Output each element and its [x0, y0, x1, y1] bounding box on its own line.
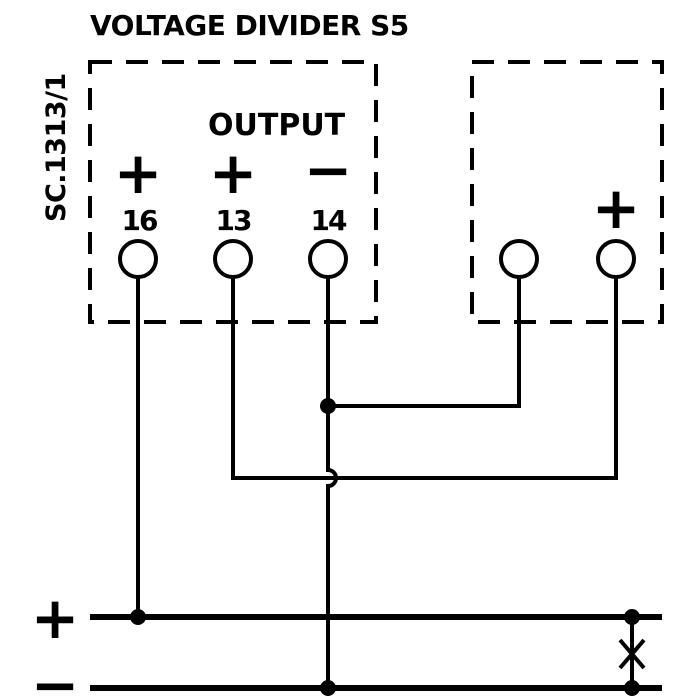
negative-rail-label: − — [31, 651, 80, 700]
junction-dot-link-positive — [624, 609, 640, 625]
junction-dot-link-negative — [624, 680, 640, 696]
right-device-box — [470, 60, 664, 324]
terminal-14-polarity: − — [304, 136, 353, 204]
wire-junction-to-right-terminal — [328, 278, 521, 408]
terminal-13-polarity: + — [209, 139, 258, 207]
terminal-16-polarity: + — [114, 139, 163, 207]
junction-dot-14-right — [320, 398, 336, 414]
wire-terminal-13 — [231, 278, 618, 480]
right-terminal-left — [499, 239, 539, 279]
terminal-16 — [118, 239, 158, 279]
positive-rail-label: + — [31, 584, 80, 652]
wire-terminal-14 — [326, 278, 338, 688]
diagram-title: VOLTAGE DIVIDER S5 — [90, 9, 409, 42]
terminal-14 — [308, 239, 348, 279]
junction-dot-14-negative-rail — [320, 680, 336, 696]
side-label: SC.1313/1 — [41, 73, 72, 222]
junction-dot-16-positive-rail — [130, 609, 146, 625]
cross-mark-icon — [618, 638, 646, 670]
terminal-13 — [213, 239, 253, 279]
terminal-16-number: 16 — [122, 204, 157, 237]
output-label: OUTPUT — [208, 108, 346, 143]
terminal-14-number: 14 — [311, 204, 347, 237]
terminal-13-number: 13 — [216, 204, 251, 237]
right-terminal-positive — [596, 239, 636, 279]
right-box-polarity: + — [592, 174, 641, 242]
